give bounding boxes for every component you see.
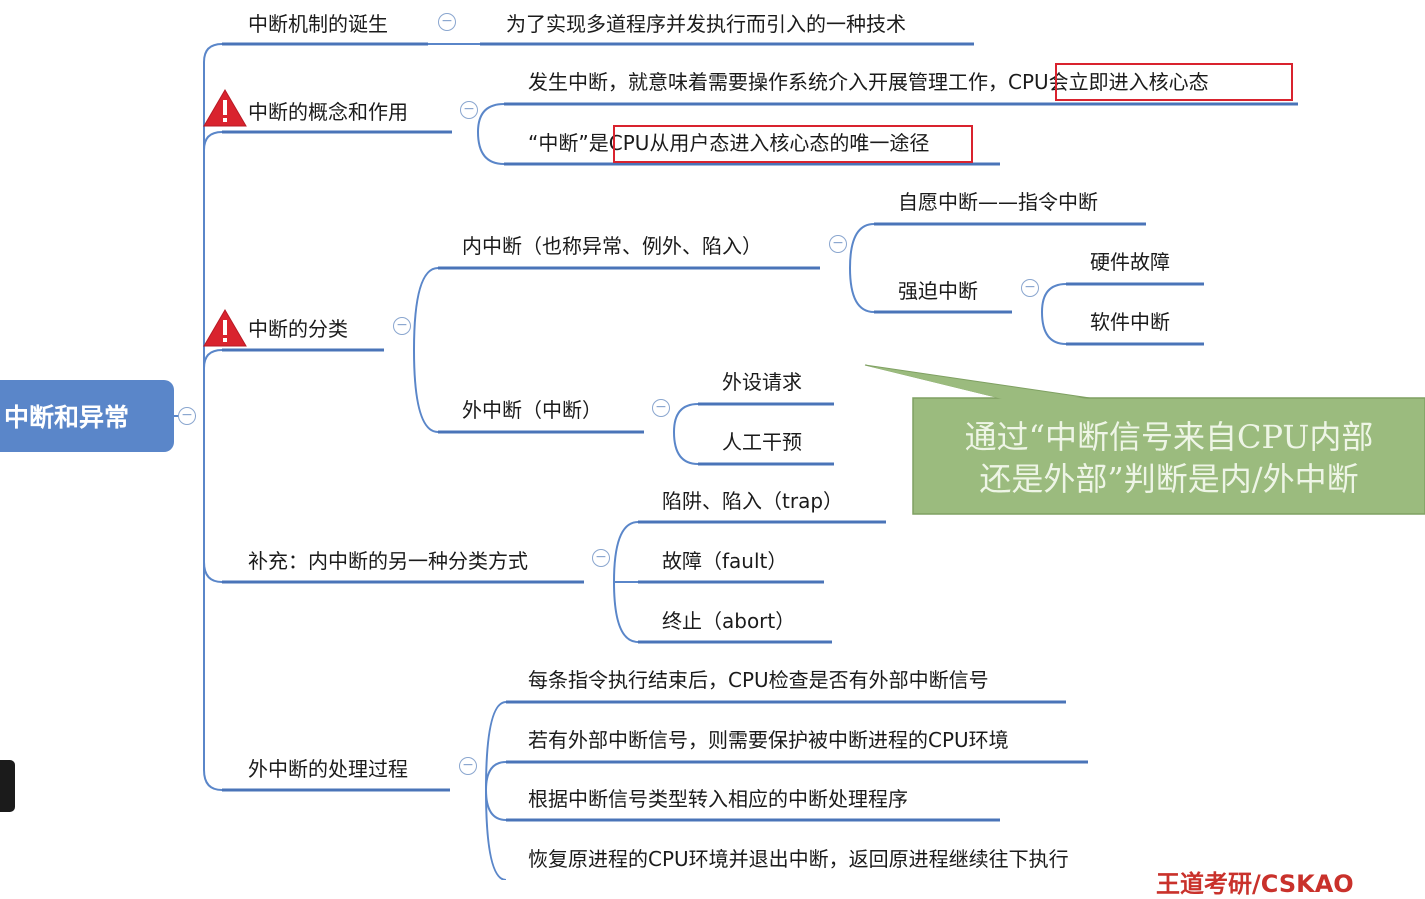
collapse-internal-button[interactable]: − bbox=[829, 235, 847, 253]
node-voluntary[interactable]: 自愿中断——指令中断 bbox=[898, 190, 1098, 214]
node-step-1[interactable]: 每条指令执行结束后，CPU检查是否有外部中断信号 bbox=[528, 668, 989, 692]
side-panel-handle[interactable] bbox=[0, 760, 15, 812]
node-step-4[interactable]: 恢复原进程的CPU环境并退出中断，返回原进程继续往下执行 bbox=[528, 847, 1069, 871]
minus-icon: − bbox=[655, 399, 667, 415]
node-classification[interactable]: 中断的分类 bbox=[248, 317, 348, 341]
watermark: 王道考研/CSKAO bbox=[1156, 870, 1354, 898]
connector-lines bbox=[174, 43, 1067, 880]
node-birth[interactable]: 中断机制的诞生 bbox=[248, 12, 388, 36]
minus-icon: − bbox=[396, 317, 408, 333]
minus-icon: − bbox=[463, 101, 475, 117]
collapse-forced-button[interactable]: − bbox=[1021, 279, 1039, 297]
node-fault[interactable]: 故障（fault） bbox=[662, 549, 788, 573]
node-abort[interactable]: 终止（abort） bbox=[662, 609, 796, 633]
root-node[interactable]: 中断和异常 bbox=[0, 380, 174, 452]
node-step-3[interactable]: 根据中断信号类型转入相应的中断处理程序 bbox=[528, 787, 908, 811]
node-internal[interactable]: 内中断（也称异常、例外、陷入） bbox=[462, 234, 762, 258]
node-manual[interactable]: 人工干预 bbox=[722, 430, 802, 454]
concept-item1-prefix: 发生中断，就意味着需要操作系统介入开展管理工作， bbox=[528, 70, 1008, 94]
concept-item1-highlight: CPU会立即进入核心态 bbox=[1008, 70, 1209, 94]
node-forced[interactable]: 强迫中断 bbox=[898, 279, 978, 303]
node-external-process[interactable]: 外中断的处理过程 bbox=[248, 757, 408, 781]
node-trap[interactable]: 陷阱、陷入（trap） bbox=[662, 489, 844, 513]
node-hardware-fault[interactable]: 硬件故障 bbox=[1090, 250, 1170, 274]
callout-note: 通过“中断信号来自CPU内部 还是外部”判断是内/外中断 bbox=[916, 402, 1422, 514]
callout-shape bbox=[864, 364, 1425, 515]
minus-icon: − bbox=[595, 549, 607, 565]
minus-icon: − bbox=[441, 13, 453, 29]
highlight-box bbox=[613, 125, 973, 163]
node-software-interrupt[interactable]: 软件中断 bbox=[1090, 310, 1170, 334]
minus-icon: − bbox=[181, 407, 193, 423]
node-concept[interactable]: 中断的概念和作用 bbox=[248, 100, 408, 124]
minus-icon: − bbox=[1024, 279, 1036, 295]
minus-icon: − bbox=[832, 235, 844, 251]
warning-triangle-icon bbox=[203, 309, 247, 347]
warning-triangle-icon bbox=[203, 89, 247, 127]
collapse-supplement-button[interactable]: − bbox=[592, 549, 610, 567]
root-label: 中断和异常 bbox=[4, 403, 130, 432]
callout-line-1: 通过“中断信号来自CPU内部 bbox=[964, 418, 1374, 456]
highlight-box bbox=[1055, 63, 1293, 101]
collapse-classification-button[interactable]: − bbox=[393, 317, 411, 335]
collapse-concept-button[interactable]: − bbox=[460, 101, 478, 119]
collapse-birth-button[interactable]: − bbox=[438, 13, 456, 31]
node-external[interactable]: 外中断（中断） bbox=[462, 398, 602, 422]
mindmap-canvas bbox=[174, 42, 1425, 880]
concept-item2-highlight: CPU从用户态进入核心态的唯一途径 bbox=[608, 131, 930, 155]
node-supplement[interactable]: 补充：内中断的另一种分类方式 bbox=[248, 549, 528, 573]
node-concept-item1[interactable]: 发生中断，就意味着需要操作系统介入开展管理工作，CPU会立即进入核心态 bbox=[528, 70, 1209, 94]
node-birth-child[interactable]: 为了实现多道程序并发执行而引入的一种技术 bbox=[506, 12, 906, 36]
node-peripheral[interactable]: 外设请求 bbox=[722, 370, 802, 394]
concept-item2-prefix: “中断”是 bbox=[528, 131, 609, 155]
callout-line-2: 还是外部”判断是内/外中断 bbox=[979, 460, 1359, 498]
node-step-2[interactable]: 若有外部中断信号，则需要保护被中断进程的CPU环境 bbox=[528, 728, 1009, 752]
collapse-external-button[interactable]: − bbox=[652, 399, 670, 417]
collapse-root-button[interactable]: − bbox=[178, 407, 196, 425]
node-underlines bbox=[222, 42, 1298, 822]
node-concept-item2[interactable]: “中断”是CPU从用户态进入核心态的唯一途径 bbox=[528, 131, 929, 155]
minus-icon: − bbox=[462, 757, 474, 773]
collapse-process-button[interactable]: − bbox=[459, 757, 477, 775]
